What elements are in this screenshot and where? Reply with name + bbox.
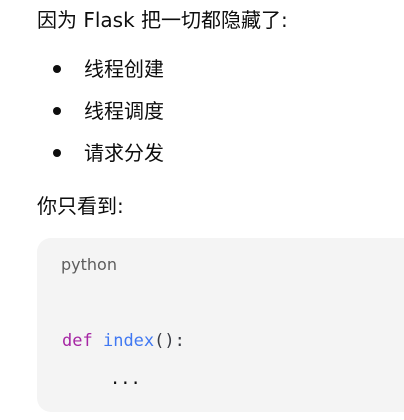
code-content[interactable]: def index():... (62, 322, 185, 398)
code-line: def index(): (62, 322, 185, 360)
bullet-dot-icon (53, 149, 61, 157)
list-item-label: 线程创建 (84, 57, 164, 81)
code-keyword: def (62, 331, 93, 351)
outro-paragraph: 你只看到: (37, 194, 124, 218)
bullet-list: 线程创建 线程调度 请求分发 (0, 50, 404, 176)
list-item: 请求分发 (0, 134, 404, 176)
code-function-name: index (102, 331, 155, 351)
bullet-dot-icon (53, 65, 61, 73)
list-item-label: 请求分发 (84, 141, 164, 165)
list-item: 线程创建 (0, 50, 404, 92)
intro-paragraph: 因为 Flask 把一切都隐藏了: (37, 8, 288, 32)
code-line: ... (62, 360, 185, 398)
list-item: 线程调度 (0, 92, 404, 134)
code-punctuation: (): (154, 331, 185, 351)
bullet-dot-icon (53, 107, 61, 115)
code-block[interactable]: python def index():... (37, 238, 404, 412)
code-language-label: python (61, 255, 117, 274)
code-ellipsis: ... (110, 369, 141, 389)
list-item-label: 线程调度 (84, 99, 164, 123)
